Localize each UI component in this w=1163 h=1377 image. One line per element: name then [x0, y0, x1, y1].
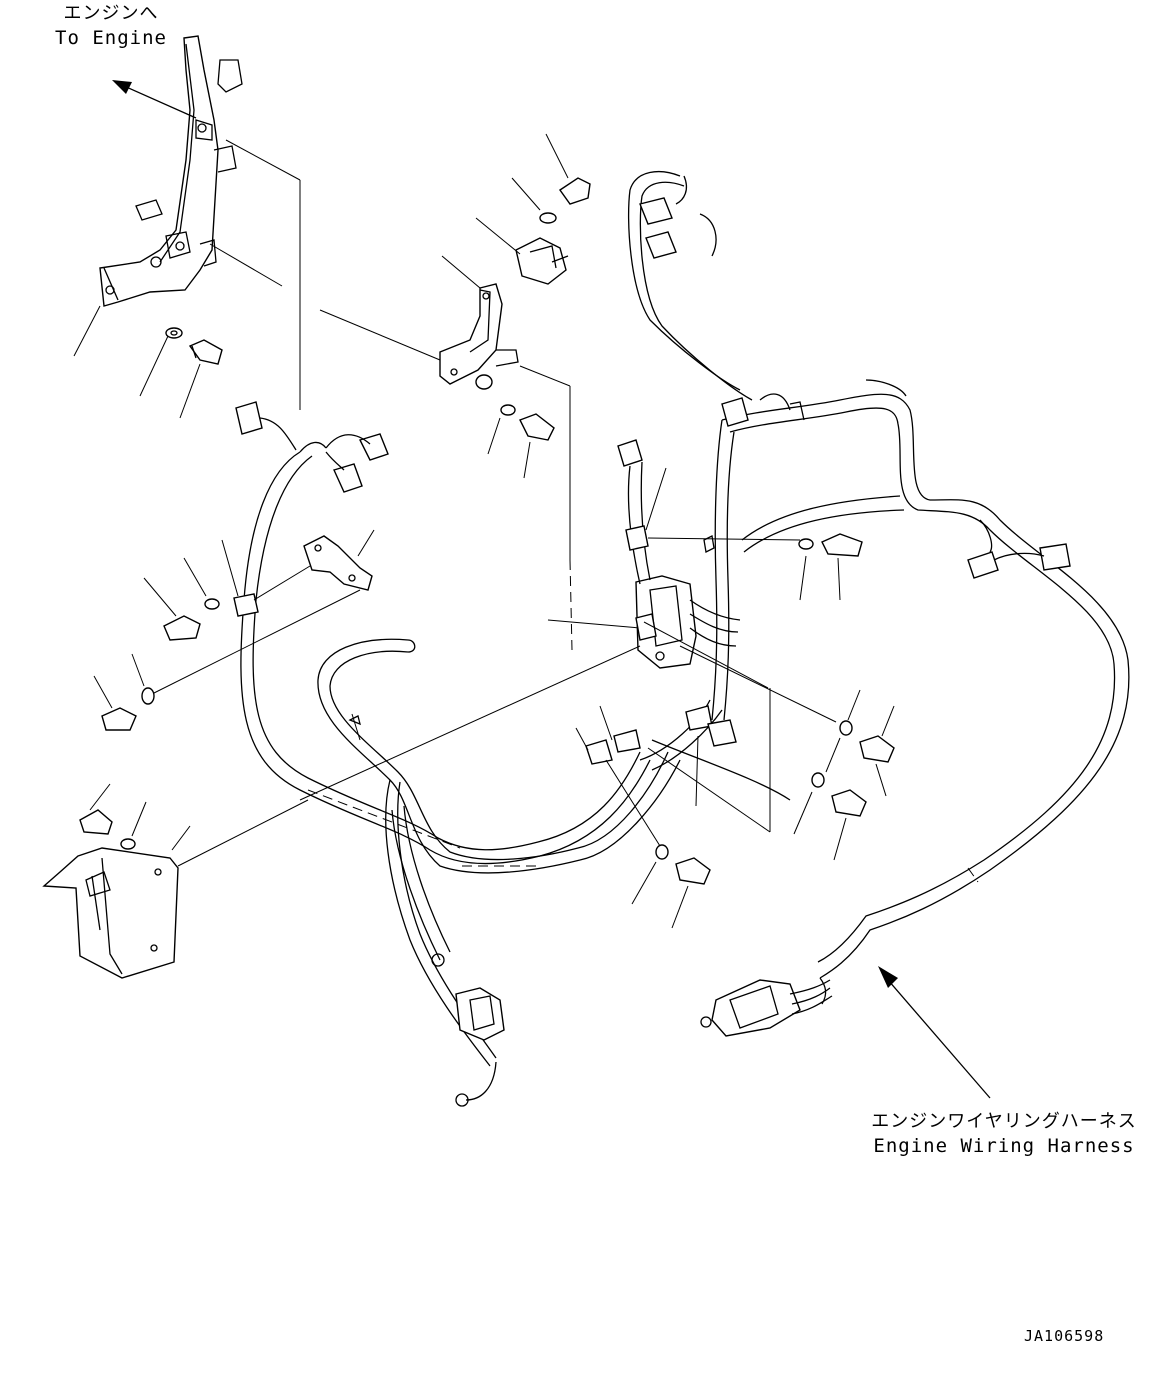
harness-arrow [878, 966, 991, 1099]
center-bracket [439, 283, 519, 390]
connector-group-right [967, 519, 1071, 579]
connector-bottom [455, 987, 505, 1041]
to-engine-label-en: To Engine [55, 27, 167, 49]
harness-top-loop [627, 170, 805, 427]
to-engine-label: エンジンへ To Engine [52, 2, 170, 50]
connector-bottom-right [700, 979, 833, 1037]
switch-unit [515, 237, 569, 285]
upper-bracket [99, 35, 243, 307]
clamp-left [233, 593, 259, 617]
to-engine-label-jp: エンジンへ [63, 3, 159, 24]
plate-left [303, 535, 373, 591]
harness-label-en: Engine Wiring Harness [873, 1135, 1135, 1157]
lower-bracket [42, 847, 179, 979]
drawing-code: JA106598 [1024, 1327, 1105, 1345]
harness-trunk [240, 441, 681, 1107]
harness-label-jp: エンジンワイヤリングハーネス [871, 1111, 1137, 1132]
harness-label: エンジンワイヤリングハーネス Engine Wiring Harness [868, 1110, 1140, 1158]
harness-right [639, 379, 1130, 979]
to-engine-arrow [112, 80, 197, 119]
center-connector [635, 575, 741, 669]
bolt [188, 339, 223, 365]
connector-group-left [235, 401, 389, 493]
clamp-center [585, 705, 737, 765]
